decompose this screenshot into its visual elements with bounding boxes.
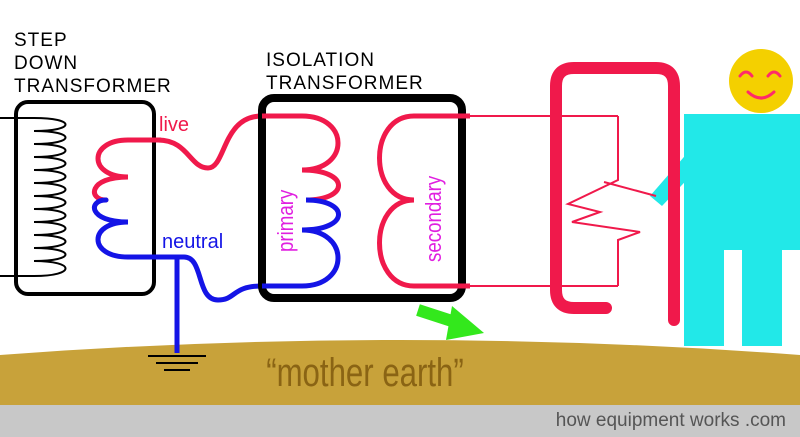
neutral-label: neutral <box>162 231 223 253</box>
isolation-secondary-coil <box>377 113 470 289</box>
isolation-label-line2: TRANSFORMER <box>266 73 424 94</box>
person-leg-right <box>742 240 782 346</box>
isolation-transformer <box>258 94 470 302</box>
isolation-primary-neutral-half <box>262 197 341 289</box>
secondary-label: secondary <box>423 175 447 262</box>
person-torso <box>684 114 782 250</box>
ground-fill <box>0 355 800 405</box>
isolation-label-line1: ISOLATION <box>266 50 375 71</box>
footer-bar <box>0 405 800 437</box>
neutral-wire <box>158 254 263 303</box>
step-down-label-line2: DOWN <box>14 53 78 74</box>
smiley-face-icon <box>729 49 793 113</box>
step-down-label-line3: TRANSFORMER <box>14 76 172 97</box>
body-resistance <box>565 116 641 286</box>
person-leg-left <box>684 240 724 346</box>
person-arm-right <box>782 114 800 250</box>
step-down-label-line1: STEP <box>14 30 68 51</box>
green-arrow-icon <box>416 304 484 340</box>
earth-ground <box>148 257 206 371</box>
primary-label: primary <box>275 189 299 252</box>
step-down-primary-coil <box>33 117 67 277</box>
step-down-transformer <box>0 100 163 296</box>
person-figure <box>650 49 800 346</box>
conductive-loop <box>550 62 680 326</box>
step-down-transformer-box <box>14 100 156 296</box>
live-label: live <box>159 114 189 136</box>
mother-earth-label: “mother earth” <box>266 350 464 395</box>
touch-point-wire <box>603 181 657 197</box>
live-wire <box>157 113 263 171</box>
isolation-primary-live-half <box>262 113 341 203</box>
step-down-secondary-live-half <box>92 137 163 203</box>
isolation-transformer-box <box>258 94 466 302</box>
ground-symbol-icon <box>148 355 206 371</box>
footer-credit: how equipment works .com <box>556 410 786 431</box>
step-down-secondary-neutral-half <box>92 197 163 260</box>
